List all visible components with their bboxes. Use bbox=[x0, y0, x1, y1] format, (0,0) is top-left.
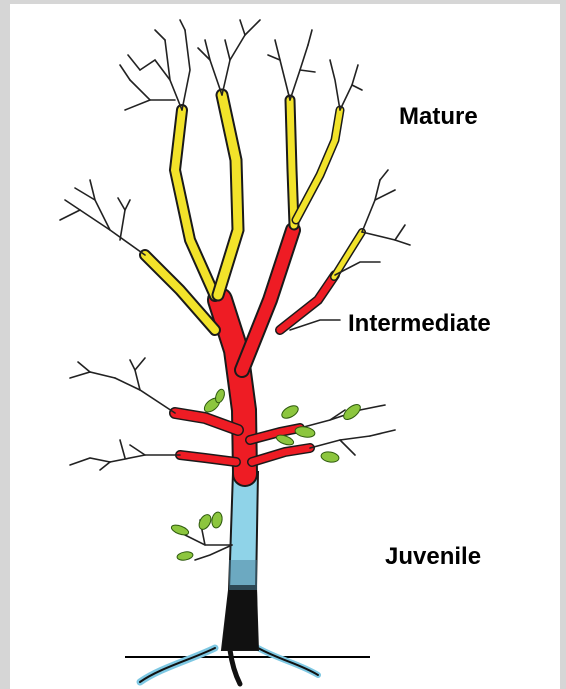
label-mature: Mature bbox=[399, 103, 478, 131]
roots bbox=[140, 648, 318, 684]
mature-branches bbox=[145, 95, 362, 330]
juvenile-trunk bbox=[222, 472, 258, 650]
label-juvenile: Juvenile bbox=[385, 543, 481, 571]
label-intermediate: Intermediate bbox=[348, 310, 491, 338]
